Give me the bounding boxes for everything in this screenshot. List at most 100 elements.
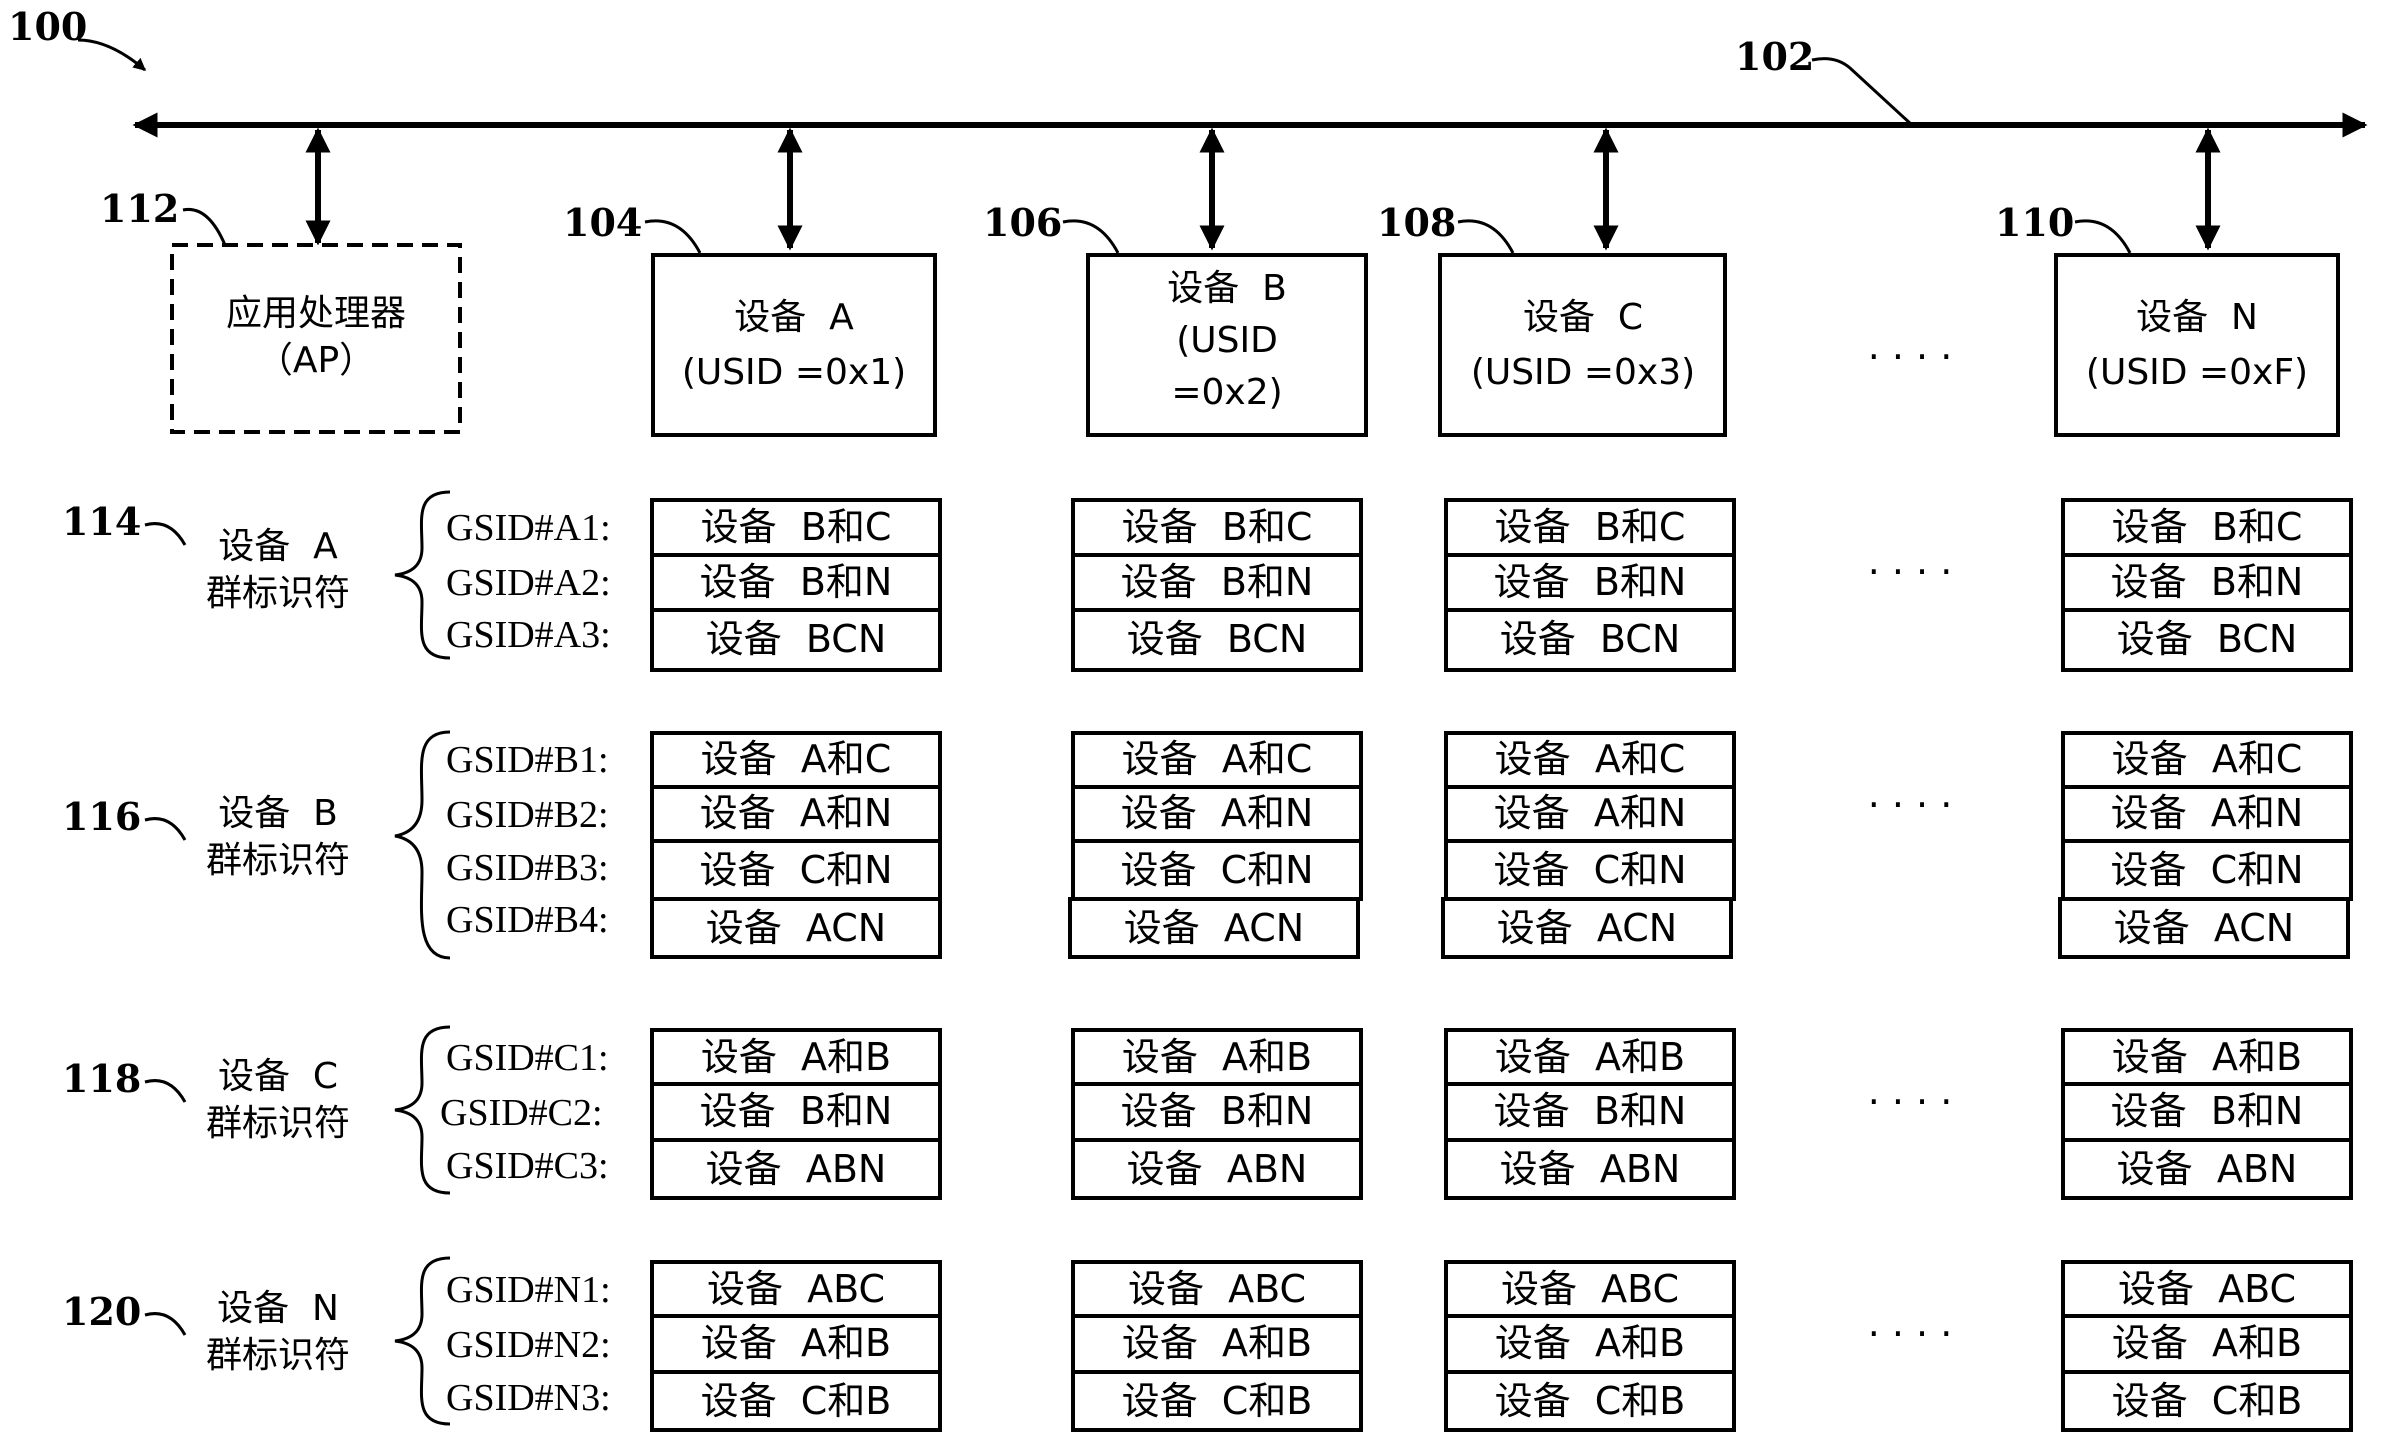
ref-grp-n-leader: [144, 1312, 187, 1336]
cell-a-col1-row3: 设备 BCN: [706, 617, 887, 661]
cell-n-col3-row1: 设备 ABC: [1501, 1267, 1679, 1311]
device-b-box: [1086, 253, 1368, 437]
gsid-a2: GSID#A2:: [446, 562, 611, 604]
cell-c-col2-row1: 设备 A和B: [1122, 1035, 1312, 1079]
cell-a-coln-row3: 设备 BCN: [2117, 617, 2298, 661]
cell-n-col1-row1: 设备 ABC: [707, 1267, 885, 1311]
cell-c-col3-row1: 设备 A和B: [1495, 1035, 1685, 1079]
gsid-n2: GSID#N2:: [446, 1324, 611, 1366]
cell-a-col2-row3: 设备 BCN: [1127, 617, 1308, 661]
cell-a-col3-row3: 设备 BCN: [1500, 617, 1681, 661]
group-b-label-1: 设备 B: [218, 793, 338, 834]
cell-c-coln-row1: 设备 A和B: [2112, 1035, 2302, 1079]
gsid-b4: GSID#B4:: [446, 899, 609, 941]
device-n-usid: (USID =0xF): [2086, 352, 2308, 393]
device-ellipsis: · · · ·: [1868, 335, 1953, 379]
group-c-label-2: 群标识符: [206, 1103, 350, 1144]
group-c-brace: [394, 1025, 451, 1195]
ref-dev-n-leader: [2074, 219, 2132, 254]
ref-grp-b: 116: [62, 794, 141, 839]
cell-b-col2-row2: 设备 A和N: [1121, 791, 1314, 835]
gsid-a3: GSID#A3:: [446, 614, 611, 656]
cell-b-col3-row1: 设备 A和C: [1495, 737, 1686, 781]
ref-dev-b-leader: [1062, 219, 1120, 254]
group-c-label-1: 设备 C: [218, 1056, 338, 1097]
device-b-usid-value: =0x2): [1171, 372, 1282, 413]
cell-c-coln-row2: 设备 B和N: [2111, 1089, 2304, 1133]
ref-bus-leader: [1811, 57, 1914, 127]
group-a-brace: [394, 490, 451, 660]
device-c-name: 设备 C: [1523, 297, 1643, 338]
group-b-label-2: 群标识符: [206, 840, 350, 881]
ref-dev-n: 110: [1995, 200, 2074, 245]
ref-ap: 112: [100, 186, 179, 231]
ref-dev-b: 106: [983, 200, 1062, 245]
cell-a-col3-row2: 设备 B和N: [1494, 560, 1687, 604]
cell-b-coln-row2: 设备 A和N: [2111, 791, 2304, 835]
cell-n-col2-row1: 设备 ABC: [1128, 1267, 1306, 1311]
cell-n-coln-row3: 设备 C和B: [2112, 1379, 2303, 1423]
ref-grp-c: 118: [62, 1056, 141, 1101]
cell-c-col2-row3: 设备 ABN: [1127, 1147, 1308, 1191]
device-n-name: 设备 N: [2136, 297, 2258, 338]
cell-b-col2-row1: 设备 A和C: [1122, 737, 1313, 781]
device-b-name: 设备 B: [1167, 268, 1287, 309]
ap-abbrev: （AP）: [257, 340, 375, 381]
gsid-b2: GSID#B2:: [446, 794, 609, 836]
ref-ap-leader: [182, 207, 227, 246]
cell-b-col2-row4: 设备 ACN: [1124, 906, 1304, 950]
cell-c-col3-row3: 设备 ABN: [1500, 1147, 1681, 1191]
cell-c-col1-row3: 设备 ABN: [706, 1147, 887, 1191]
cell-a-coln-row1: 设备 B和C: [2112, 505, 2303, 549]
cell-a-col1-row2: 设备 B和N: [700, 560, 893, 604]
ref-bus: 102: [1735, 34, 1814, 79]
cell-n-col2-row2: 设备 A和B: [1122, 1321, 1312, 1365]
ref-grp-a-leader: [144, 522, 187, 546]
ref-dev-c-leader: [1457, 219, 1515, 254]
group-c-ellipsis: · · · ·: [1868, 1080, 1953, 1124]
device-b-usid: (USID: [1176, 320, 1278, 361]
cell-n-col3-row2: 设备 A和B: [1495, 1321, 1685, 1365]
cell-b-col1-row4: 设备 ACN: [706, 906, 886, 950]
ref-grp-b-leader: [144, 817, 187, 841]
gsid-a1: GSID#A1:: [446, 507, 611, 549]
cell-n-col3-row3: 设备 C和B: [1495, 1379, 1686, 1423]
ref-system-arrow: [77, 38, 146, 72]
device-a-box: [651, 253, 937, 437]
cell-b-col3-row4: 设备 ACN: [1497, 906, 1677, 950]
cell-c-col1-row2: 设备 B和N: [700, 1089, 893, 1133]
ref-grp-a: 114: [62, 499, 141, 544]
ap-label: 应用处理器: [226, 293, 406, 334]
group-a-label-1: 设备 A: [218, 526, 338, 567]
gsid-c3: GSID#C3:: [446, 1145, 609, 1187]
cell-b-col1-row2: 设备 A和N: [700, 791, 893, 835]
group-n-label-2: 群标识符: [206, 1335, 350, 1376]
device-c-box: [1438, 253, 1727, 437]
ref-system: 100: [8, 4, 87, 49]
cell-a-col2-row1: 设备 B和C: [1122, 505, 1313, 549]
cell-c-coln-row3: 设备 ABN: [2117, 1147, 2298, 1191]
cell-n-col1-row2: 设备 A和B: [701, 1321, 891, 1365]
cell-n-col2-row3: 设备 C和B: [1122, 1379, 1313, 1423]
cell-b-col1-row3: 设备 C和N: [699, 848, 892, 892]
cell-c-col2-row2: 设备 B和N: [1121, 1089, 1314, 1133]
cell-a-coln-row2: 设备 B和N: [2111, 560, 2304, 604]
gsid-n3: GSID#N3:: [446, 1377, 611, 1419]
group-n-label-1: 设备 N: [217, 1288, 339, 1329]
device-a-name: 设备 A: [734, 297, 854, 338]
group-n-brace: [394, 1256, 451, 1426]
cell-b-col1-row1: 设备 A和C: [701, 737, 892, 781]
gsid-c1: GSID#C1:: [446, 1037, 609, 1079]
cell-a-col3-row1: 设备 B和C: [1495, 505, 1686, 549]
group-a-ellipsis: · · · ·: [1868, 550, 1953, 594]
cell-n-coln-row1: 设备 ABC: [2118, 1267, 2296, 1311]
group-b-brace: [394, 730, 451, 960]
cell-c-col3-row2: 设备 B和N: [1494, 1089, 1687, 1133]
ref-dev-a-leader: [644, 219, 702, 254]
device-c-usid: (USID =0x3): [1471, 352, 1695, 393]
cell-b-coln-row3: 设备 C和N: [2110, 848, 2303, 892]
group-a-label-2: 群标识符: [206, 573, 350, 614]
cell-n-col1-row3: 设备 C和B: [701, 1379, 892, 1423]
cell-b-coln-row4: 设备 ACN: [2114, 906, 2294, 950]
